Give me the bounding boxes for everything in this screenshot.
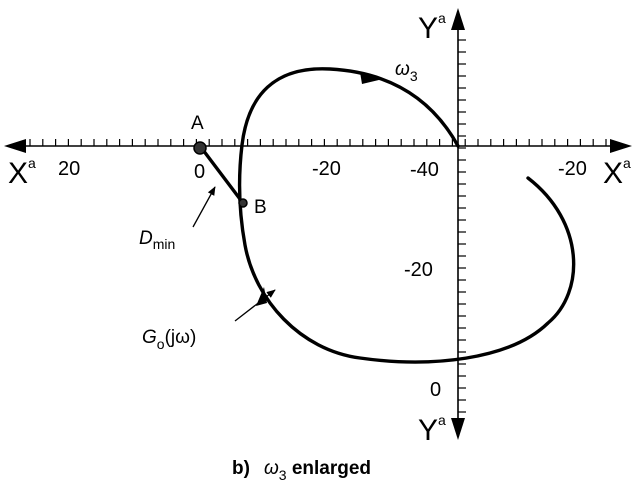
x-tick-label: -20 xyxy=(312,158,341,180)
g-label: Go(jω) xyxy=(142,327,196,352)
curve-arrow-top xyxy=(360,72,383,84)
dmin-label: Dmin xyxy=(139,228,175,252)
y-axis-label-top: Ya xyxy=(418,10,446,45)
x-tick-label: 20 xyxy=(58,158,80,180)
y-axis-ticks xyxy=(458,39,466,413)
x-axis-label-right: Xa xyxy=(603,155,631,190)
nyquist-curve xyxy=(237,67,576,364)
x-axis-label-left: Xa xyxy=(8,155,36,190)
dmin-leader xyxy=(192,186,216,228)
x-tick-label: -40 xyxy=(410,159,439,181)
x-axis-right-arrowhead xyxy=(610,139,632,153)
x-tick-label: 0 xyxy=(194,161,205,183)
figure-caption: b)ω3 enlarged xyxy=(232,458,371,483)
x-axis-ticks xyxy=(29,139,607,146)
y-axis-label-bottom: Ya xyxy=(418,412,446,447)
g-leader xyxy=(234,289,276,322)
curve-arrow-left xyxy=(256,287,267,306)
y-tick-label: -20 xyxy=(404,259,433,281)
omega3-label: ω3 xyxy=(395,59,418,84)
y-tick-label: 0 xyxy=(430,379,441,401)
y-axis-bottom-arrowhead xyxy=(451,418,465,440)
y-axis-top-arrowhead xyxy=(451,8,465,30)
dmin-segment xyxy=(198,144,245,205)
point-b-label: B xyxy=(254,197,267,218)
x-tick-label: -20 xyxy=(558,158,587,180)
x-axis-left-arrowhead xyxy=(4,139,26,153)
point-a-label: A xyxy=(191,113,204,134)
point-a-marker xyxy=(193,141,207,155)
point-b-marker xyxy=(238,198,248,208)
